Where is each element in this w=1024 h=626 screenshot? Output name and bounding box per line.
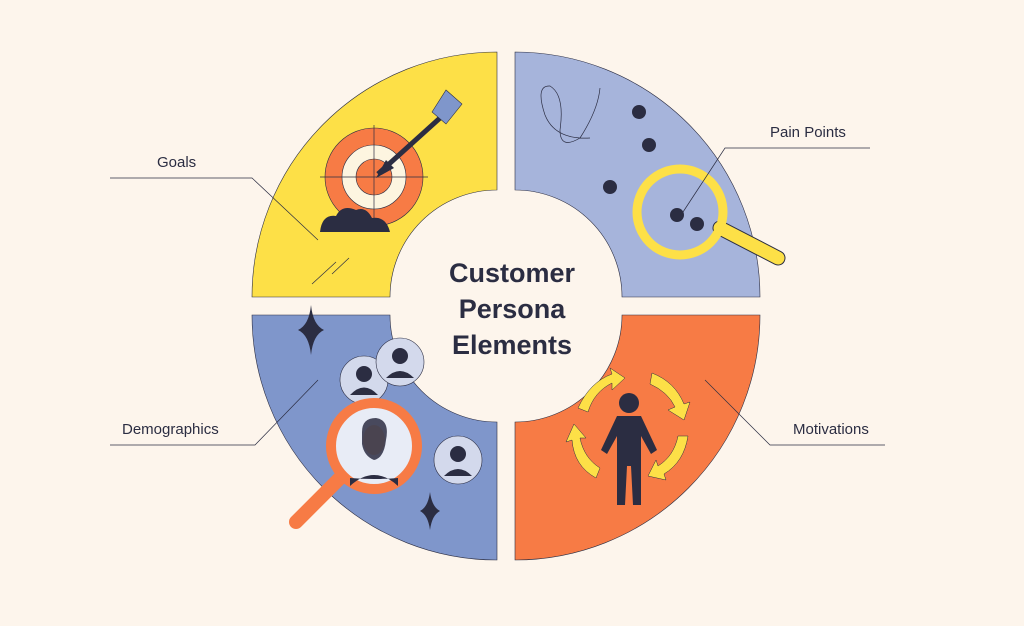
cloud-icon: [320, 208, 390, 232]
scribble-icon: [540, 85, 601, 143]
sparkle-icon: [298, 305, 324, 355]
user-avatar-icon: [433, 435, 483, 485]
dots-icon: [603, 105, 704, 231]
magnifier-person-icon: [289, 398, 422, 529]
person-icon: [601, 393, 657, 505]
title-line: Persona: [458, 294, 566, 324]
sparkle-icon: [420, 492, 440, 530]
segment-pain-points: [514, 51, 761, 298]
user-avatar-icon: [375, 337, 425, 387]
label-motivations: Motivations: [793, 421, 869, 438]
leader-lines: [110, 147, 885, 446]
label-goals: Goals: [157, 154, 197, 171]
arrow-icon: [376, 89, 463, 178]
shine-lines: [311, 257, 350, 285]
diagram-title: Customer Persona Elements: [400, 255, 624, 363]
title-line: Customer: [448, 258, 576, 288]
title-line: Elements: [451, 330, 573, 360]
label-demographics: Demographics: [122, 421, 219, 438]
cycle-arrows-icon: [565, 367, 691, 481]
magnifier-icon: [632, 164, 786, 266]
user-avatar-icon: [339, 355, 389, 405]
label-pain-points: Pain Points: [770, 124, 846, 141]
